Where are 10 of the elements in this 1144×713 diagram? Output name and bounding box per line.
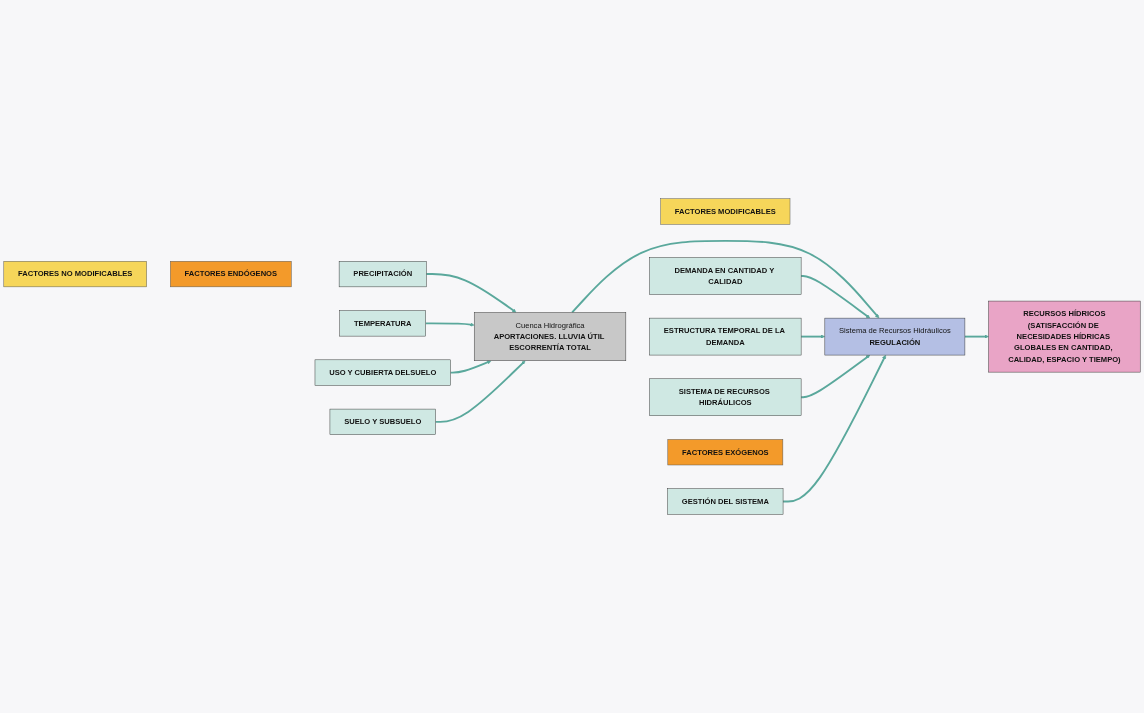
arrow [963,334,989,339]
arrow [449,360,492,374]
arrow [424,322,475,327]
arrow [434,360,526,423]
arrow [782,354,886,503]
arrow [800,354,871,399]
arrow [800,334,825,339]
arrow [571,239,880,319]
arrow [800,275,871,319]
arrow [425,273,517,313]
